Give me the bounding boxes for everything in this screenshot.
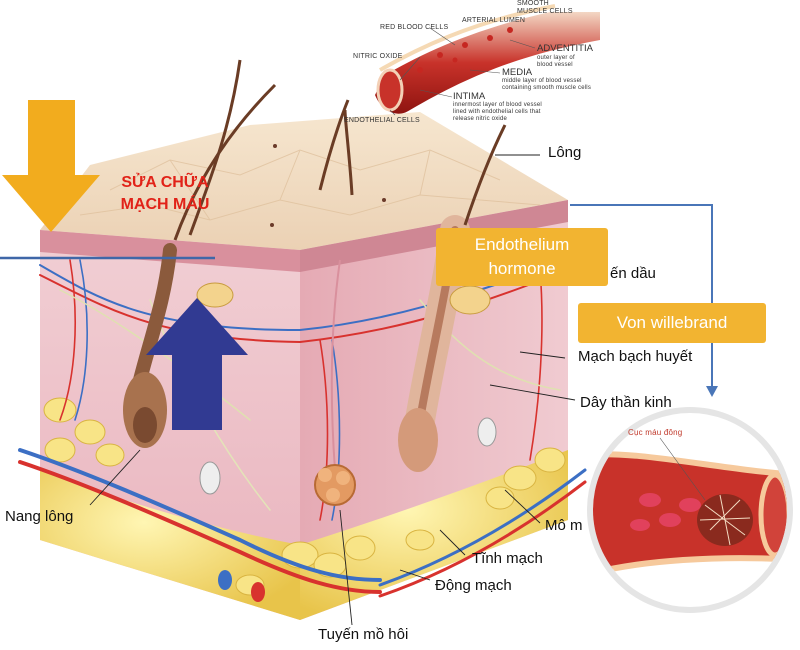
smooth-muscle-label-2: MUSCLE CELLS (517, 8, 573, 15)
endothelial-cells-label: ENDOTHELIAL CELLS (344, 117, 420, 124)
endothelium-tag-line-2: hormone (488, 259, 556, 278)
media-desc-2: containing smooth muscle cells (502, 85, 592, 91)
media-label: MEDIA (502, 67, 533, 78)
tissue-label: Mô m (545, 517, 583, 534)
endothelium-hormone-tag: Endothelium hormone (436, 228, 608, 286)
endothelium-tag-line-1: Endothelium (474, 235, 570, 254)
vein-label: Tĩnh mạch (472, 550, 543, 567)
surface-hairs (318, 99, 354, 196)
intima-label: INTIMA (453, 91, 486, 102)
leader-lines (89, 154, 576, 626)
orange-down-arrow (2, 100, 100, 232)
dermis-vessels (18, 259, 587, 598)
media-desc: middle layer of blood vessel (502, 78, 582, 84)
clot-inset (587, 407, 793, 613)
arterial-lumen-label: ARTERIAL LUMEN (462, 17, 526, 24)
hair-label: Lông (548, 144, 582, 161)
sweat-gland (314, 259, 356, 506)
adventitia-label: ADVENTITIA (537, 43, 593, 54)
von-willebrand-tag: Von willebrand (578, 303, 766, 343)
navy-up-arrow (146, 298, 248, 430)
sebaceous-gland-label: ến dầu (610, 265, 656, 282)
intima-desc: innermost layer of blood vessel (453, 102, 542, 108)
vessel-cut-ends (218, 570, 265, 602)
nitric-oxide-label: NITRIC OXIDE (353, 53, 403, 60)
repair-title: SỬA CHỮA MẠCH MÁU (95, 172, 235, 216)
artery-label: Động mạch (435, 577, 512, 594)
smooth-muscle-label: SMOOTH (517, 0, 549, 7)
lymph-vessel-label: Mạch bạch huyết (578, 348, 693, 365)
clot-label: Cục máu đông (628, 428, 683, 437)
sweat-gland-label: Tuyến mồ hôi (318, 626, 409, 643)
hair-follicle-left (123, 59, 277, 448)
nerve-receptors (199, 417, 497, 495)
intima-desc-3: release nitric oxide (453, 116, 508, 122)
repair-line-2: MẠCH MÁU (120, 196, 210, 213)
hair-follicle-label: Nang lông (5, 508, 74, 525)
repair-line-1: SỬA CHỮA (121, 174, 209, 191)
red-blood-cells-label: RED BLOOD CELLS (380, 24, 449, 31)
nerve-label: Dây thần kinh (580, 394, 672, 411)
intima-desc-2: lined with endothelial cells that (453, 109, 541, 115)
top-face (40, 112, 568, 250)
vessel-inset (375, 4, 600, 116)
adventitia-desc-2: blood vessel (537, 62, 573, 68)
adventitia-desc: outer layer of (537, 55, 575, 61)
